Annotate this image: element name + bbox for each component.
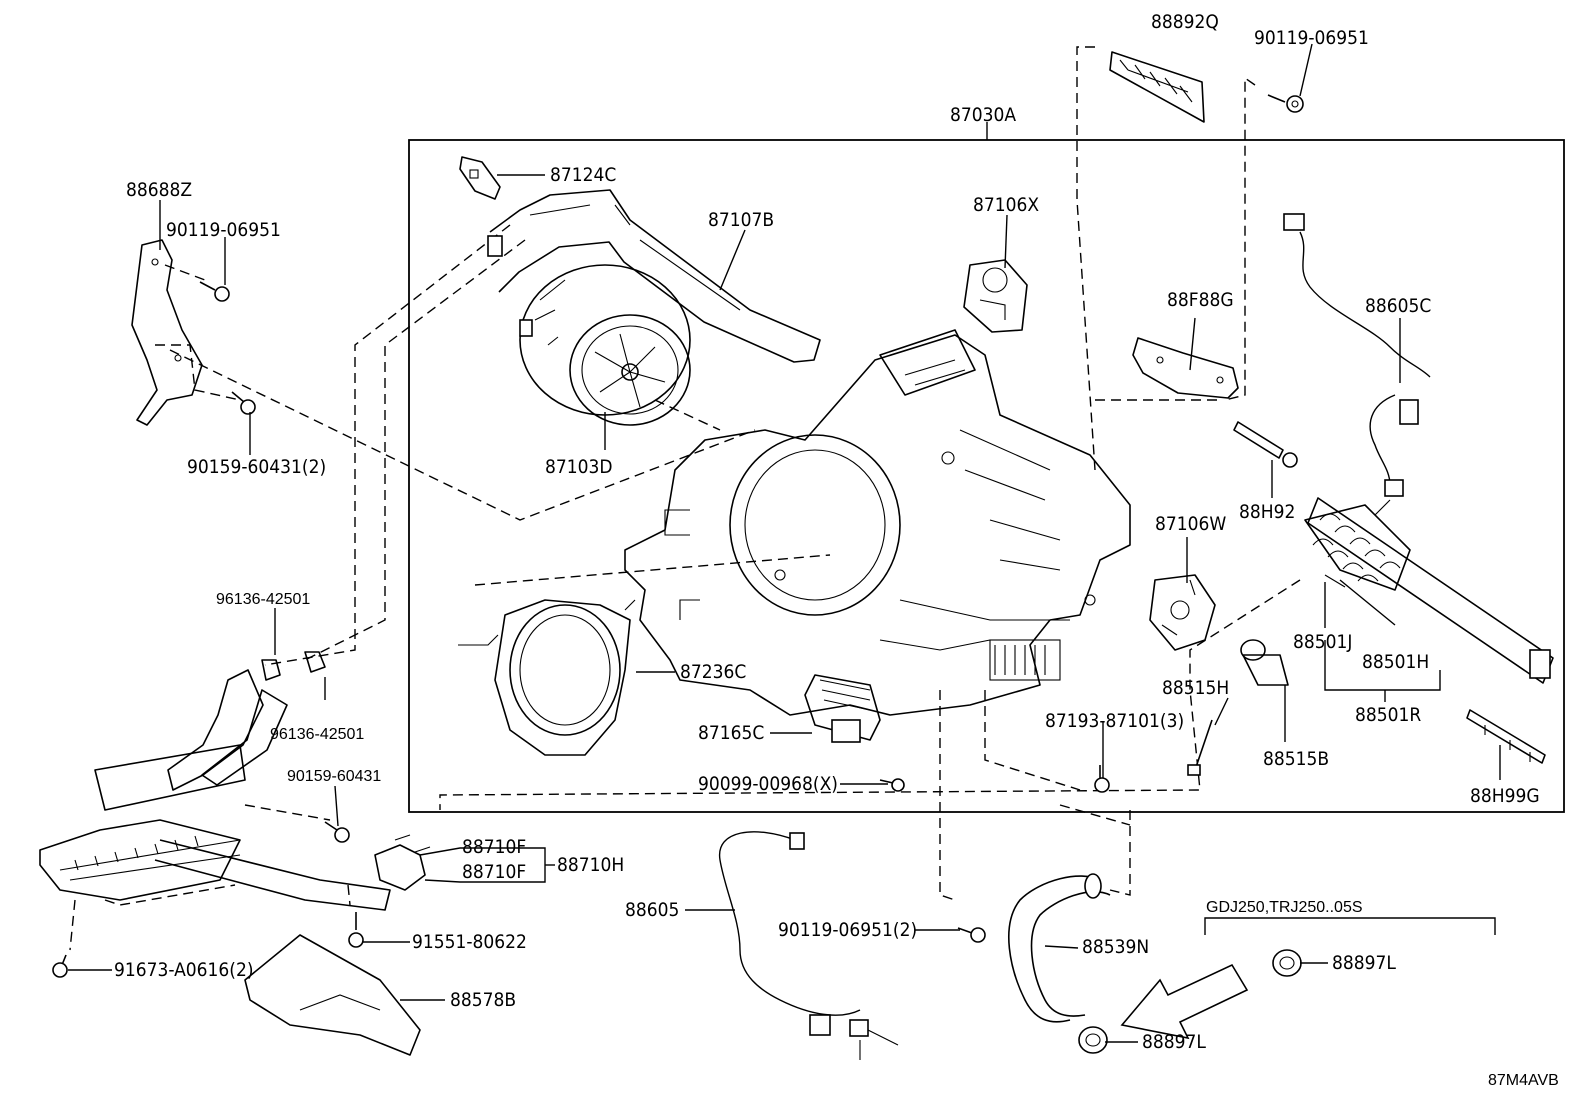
part-88H92-sensor	[1233, 421, 1298, 468]
label-87193: 87193-87101(3)	[1045, 710, 1184, 732]
label-88710H: 88710H	[557, 854, 624, 876]
part-87106X-actuator	[963, 259, 1028, 333]
part-87103D-blower	[519, 264, 691, 426]
variant-bracket	[1204, 917, 1496, 935]
part-88710-sensor	[374, 834, 431, 891]
part-88515-fitting	[1187, 639, 1289, 776]
label-91551: 91551-80622	[412, 931, 527, 953]
label-88897L-a: 88897L	[1332, 952, 1396, 974]
part-88578B-cover	[244, 934, 421, 1056]
part-87107B-duct	[487, 189, 821, 363]
part-88F88G-bracket	[1132, 337, 1239, 399]
label-88H92: 88H92	[1239, 501, 1295, 523]
part-96136-clips	[261, 651, 326, 681]
label-88515B: 88515B	[1263, 748, 1329, 770]
part-88539N-hose	[1008, 873, 1111, 1023]
part-88H99G-bracket	[1466, 709, 1546, 764]
label-90119-left: 90119-06951	[166, 219, 281, 241]
label-88605C: 88605C	[1365, 295, 1431, 317]
label-90119-2: 90119-06951(2)	[778, 919, 917, 941]
part-screws-lower-left	[52, 821, 364, 978]
leader-lines	[68, 43, 1501, 1043]
part-rear-duct	[39, 669, 391, 911]
label-88H99G: 88H99G	[1470, 785, 1540, 807]
label-90099: 90099-00968(X)	[698, 773, 838, 795]
label-90159-1: 90159-60431	[287, 768, 381, 785]
part-87165C-resistor	[804, 674, 881, 743]
label-87106W: 87106W	[1155, 513, 1226, 535]
part-88897L-grommets	[1078, 949, 1302, 1054]
part-90119-screw-bottom	[957, 927, 986, 943]
part-87236C-ring	[458, 599, 636, 756]
label-88501R: 88501R	[1355, 704, 1421, 726]
label-88892Q: 88892Q	[1151, 11, 1219, 33]
label-87030A: 87030A	[950, 104, 1016, 126]
part-screw-top	[1267, 94, 1304, 113]
part-screws-left	[199, 281, 256, 415]
label-87106X: 87106X	[973, 194, 1039, 216]
label-96136-a: 96136-42501	[216, 591, 310, 608]
label-87107B: 87107B	[708, 209, 774, 231]
label-88515H: 88515H	[1162, 677, 1229, 699]
label-88710F-b: 88710F	[462, 861, 526, 883]
label-88F88G: 88F88G	[1167, 289, 1234, 311]
variant-note: GDJ250,TRJ250..05S	[1206, 899, 1363, 916]
dashed-guides	[69, 46, 1301, 951]
direction-arrow	[1120, 963, 1249, 1040]
label-90159-2: 90159-60431(2)	[187, 456, 326, 478]
part-88501-heater-core	[1304, 497, 1554, 684]
label-96136-b: 96136-42501	[270, 726, 364, 743]
label-87124C: 87124C	[550, 164, 616, 186]
part-88605-harness	[719, 831, 899, 1060]
part-87193-screw	[1094, 765, 1110, 793]
part-labels: 88892Q 90119-06951 87030A 88688Z 90119-0…	[114, 11, 1559, 1089]
label-87236C: 87236C	[680, 661, 746, 683]
label-88501J: 88501J	[1293, 631, 1352, 653]
label-88501H: 88501H	[1362, 651, 1429, 673]
label-88688Z: 88688Z	[126, 179, 192, 201]
label-91673: 91673-A0616(2)	[114, 959, 254, 981]
label-90119-top: 90119-06951	[1254, 27, 1369, 49]
label-88897L-b: 88897L	[1142, 1031, 1206, 1053]
label-87103D: 87103D	[545, 456, 613, 478]
part-87030A-housing	[624, 329, 1131, 716]
part-87106W-actuator	[1149, 574, 1216, 651]
label-88605: 88605	[625, 899, 679, 921]
label-88539N: 88539N	[1082, 936, 1149, 958]
label-87165C: 87165C	[698, 722, 764, 744]
part-87124C-connector	[459, 156, 501, 200]
diagram-id: 87M4AVB	[1488, 1072, 1559, 1089]
label-88578B: 88578B	[450, 989, 516, 1011]
part-88605C-harness	[1283, 213, 1431, 516]
label-88710F-a: 88710F	[462, 836, 526, 858]
part-88892Q-plate	[1109, 51, 1205, 123]
part-88688Z-bracket	[131, 239, 203, 426]
part-90099-screw	[879, 778, 905, 792]
